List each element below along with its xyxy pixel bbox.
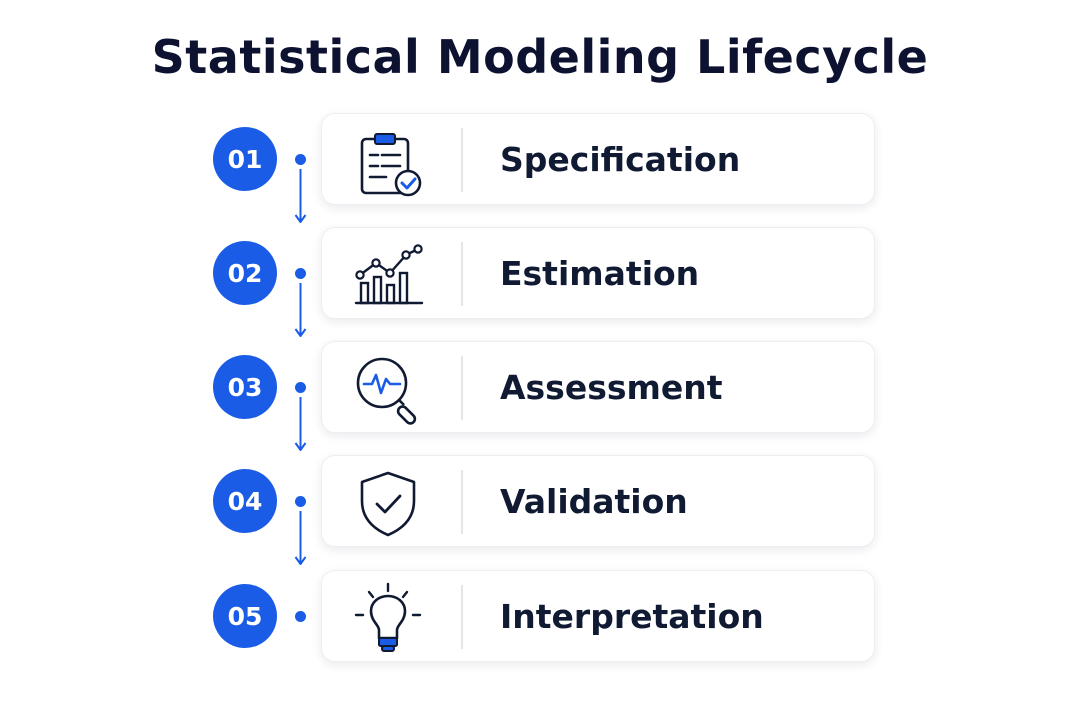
step-label: Assessment — [500, 368, 723, 407]
card-divider — [461, 470, 463, 534]
step-validation: 04 Validation — [0, 455, 1080, 547]
timeline-dot — [295, 154, 306, 165]
step-label: Interpretation — [500, 597, 764, 636]
shield-check-icon — [360, 471, 416, 537]
step-label: Estimation — [500, 254, 700, 293]
step-number-badge: 04 — [213, 469, 277, 533]
step-estimation: 02 Estimation — [0, 227, 1080, 319]
card-divider — [461, 585, 463, 649]
magnifier-pulse-icon — [356, 357, 417, 425]
card-divider — [461, 242, 463, 306]
down-arrow-connector — [294, 397, 307, 451]
timeline-dot — [295, 611, 306, 622]
step-number-badge: 05 — [213, 584, 277, 648]
step-label: Validation — [500, 482, 688, 521]
step-assessment: 03 Assessment — [0, 341, 1080, 433]
lightbulb-icon — [354, 582, 422, 652]
down-arrow-connector — [294, 169, 307, 223]
step-number-badge: 02 — [213, 241, 277, 305]
clipboard-check-icon — [360, 133, 422, 197]
bar-line-chart-icon — [354, 244, 424, 305]
step-card: Estimation — [321, 227, 875, 319]
step-label: Specification — [500, 140, 741, 179]
step-specification: 01 Specification — [0, 113, 1080, 205]
timeline-dot — [295, 496, 306, 507]
step-interpretation: 05 Interpretation — [0, 570, 1080, 662]
step-card: Validation — [321, 455, 875, 547]
down-arrow-connector — [294, 511, 307, 565]
step-card: Interpretation — [321, 570, 875, 662]
timeline-dot — [295, 268, 306, 279]
down-arrow-connector — [294, 283, 307, 337]
diagram-title: Statistical Modeling Lifecycle — [151, 30, 929, 84]
step-number-badge: 01 — [213, 127, 277, 191]
card-divider — [461, 128, 463, 192]
step-card: Assessment — [321, 341, 875, 433]
timeline-dot — [295, 382, 306, 393]
card-divider — [461, 356, 463, 420]
step-number-badge: 03 — [213, 355, 277, 419]
step-card: Specification — [321, 113, 875, 205]
